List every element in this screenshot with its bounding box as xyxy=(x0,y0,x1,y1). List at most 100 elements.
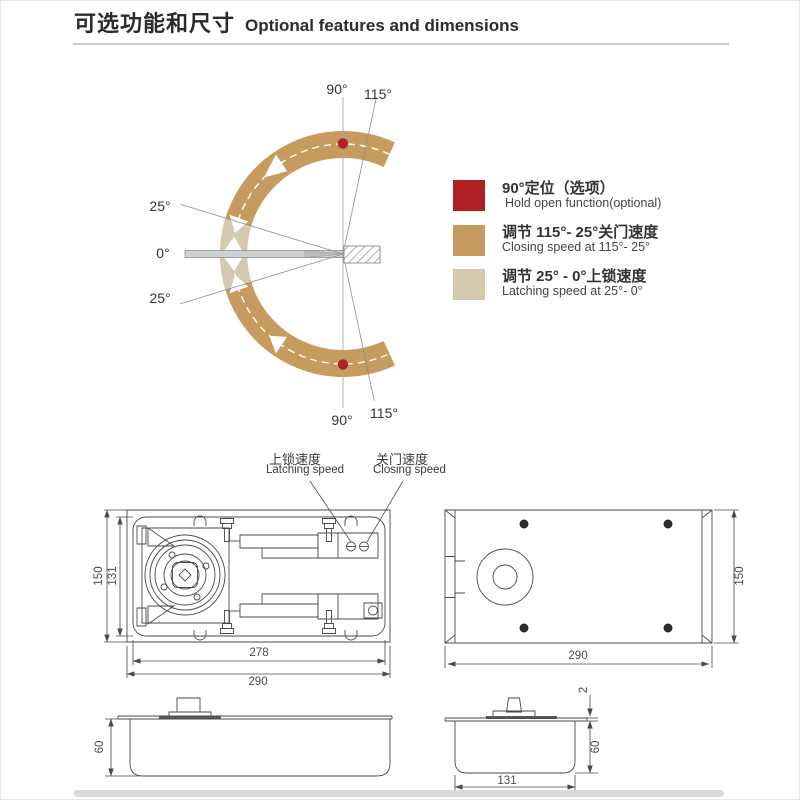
plan-view-floor-spring xyxy=(104,510,390,678)
side-view-end xyxy=(445,695,598,791)
dim-cover-150: 150 xyxy=(734,566,746,586)
plan-spindle-plate xyxy=(142,528,229,623)
cover-screw-2 xyxy=(663,519,673,529)
door-swing-diagram xyxy=(180,97,395,408)
cylinder-bottom xyxy=(240,604,318,617)
arrow-latch-up-a xyxy=(229,214,249,233)
page-title-zh: 可选功能和尺寸 xyxy=(74,11,236,36)
cam-hole-3 xyxy=(161,584,167,590)
cover-spindle-boss xyxy=(477,549,533,605)
title-divider xyxy=(73,43,729,45)
page-title-en: Optional features and dimensions xyxy=(245,16,519,35)
clip-bottom-left xyxy=(194,630,206,640)
end-spindle xyxy=(507,698,522,712)
legend-latching-en: Latching speed at 25°- 0° xyxy=(502,284,643,298)
legend-latching-zh: 调节 25° - 0°上锁速度 xyxy=(502,268,647,285)
cylinder-top-step xyxy=(262,548,318,558)
angle-label-25-upper: 25° xyxy=(149,198,171,214)
cover-screw-1 xyxy=(519,519,529,529)
closing-direction-arrows xyxy=(223,154,288,354)
arrow-latch-low-b xyxy=(229,275,249,294)
dim-plan-131: 131 xyxy=(107,566,119,586)
spindle-diamond xyxy=(179,569,191,581)
arrow-upper xyxy=(263,154,288,178)
spindle-square xyxy=(173,563,198,588)
clip-top-left xyxy=(194,516,206,526)
hold-open-dot-top xyxy=(337,138,349,149)
wall-hatch-block xyxy=(344,246,380,263)
cam-circle-2 xyxy=(150,540,220,610)
dim-cover-290: 290 xyxy=(568,650,588,662)
angle-label-90-bottom: 90° xyxy=(331,412,353,428)
line-25-upper xyxy=(180,204,343,254)
legend-swatch-closing xyxy=(453,225,485,256)
side-view-front xyxy=(105,698,392,776)
end-dimensions xyxy=(454,695,598,791)
angle-label-0: 0° xyxy=(156,245,170,261)
line-115-top xyxy=(343,98,376,255)
bolt-left-bottom xyxy=(221,611,234,634)
anchor-flap-bottom xyxy=(148,606,174,624)
dim-plan-150: 150 xyxy=(93,566,105,586)
latching-speed-label-zh: 上锁速度 xyxy=(269,452,322,467)
closing-valve-screw xyxy=(360,542,369,551)
plan-dimensions xyxy=(104,509,391,678)
cover-outline xyxy=(445,510,712,643)
cover-screw-3 xyxy=(519,623,529,633)
cam-circle-1 xyxy=(145,535,225,615)
dim-end-131: 131 xyxy=(497,775,517,787)
front-dimensions xyxy=(105,718,140,777)
front-spindle xyxy=(177,698,200,712)
front-base-plate xyxy=(159,716,221,720)
angle-label-115-bottom: 115° xyxy=(370,405,398,421)
closing-speed-label-zh: 关门速度 xyxy=(376,452,429,467)
arrow-lower xyxy=(269,335,288,354)
dim-end-60: 60 xyxy=(590,740,602,754)
closing-speed-label-en: Closing speed xyxy=(373,464,446,476)
cam-circle-5 xyxy=(171,561,199,589)
cover-tab-top xyxy=(445,557,465,562)
cover-tab-bottom xyxy=(445,593,465,598)
latching-speed-label-en: Latching speed xyxy=(266,464,345,476)
footer-divider-bar xyxy=(74,790,724,797)
cylinder-top xyxy=(240,535,318,548)
front-tray xyxy=(130,719,390,776)
cam-circle-4 xyxy=(164,554,206,596)
door-leaf-tip xyxy=(305,251,343,258)
bolt-left-top xyxy=(221,519,234,542)
dim-end-2: 2 xyxy=(578,686,590,694)
technical-drawings xyxy=(104,481,739,791)
clip-bottom-right xyxy=(345,630,357,640)
legend-swatch-latching xyxy=(453,269,485,300)
legend-swatch-hold-open xyxy=(453,180,485,211)
end-base-plate xyxy=(486,716,557,719)
arrow-latch-up-b xyxy=(223,236,243,253)
plan-body xyxy=(133,517,385,636)
cover-spindle-hole xyxy=(493,565,517,589)
angle-reference-lines xyxy=(180,97,376,408)
legend-swatches xyxy=(453,180,485,300)
clip-top-right xyxy=(345,516,357,526)
end-bracket xyxy=(364,603,382,618)
arrow-latch-low-a xyxy=(223,255,243,272)
cover-screw-4 xyxy=(663,623,673,633)
line-25-lower xyxy=(180,254,343,304)
plan-outer-box xyxy=(127,510,390,642)
hold-open-dot-bottom xyxy=(337,359,349,370)
angle-label-25-lower: 25° xyxy=(149,290,171,306)
end-tray xyxy=(455,721,575,773)
legend-closing-en: Closing speed at 115°- 25° xyxy=(502,240,651,254)
leader-closing xyxy=(367,481,403,542)
valve-block-bottom xyxy=(318,594,378,619)
legend-hold-open-zh: 90°定位（选项） xyxy=(502,180,615,197)
legend-closing-zh: 调节 115°- 25°关门速度 xyxy=(502,224,659,241)
dim-plan-278: 278 xyxy=(249,647,269,659)
end-bracket-screw xyxy=(369,606,378,615)
closing-speed-arc xyxy=(220,130,395,378)
bolt-right-top xyxy=(323,519,336,542)
angle-label-115-top: 115° xyxy=(364,86,392,102)
angle-label-90-top: 90° xyxy=(326,81,348,97)
cam-hole-1 xyxy=(169,552,175,558)
